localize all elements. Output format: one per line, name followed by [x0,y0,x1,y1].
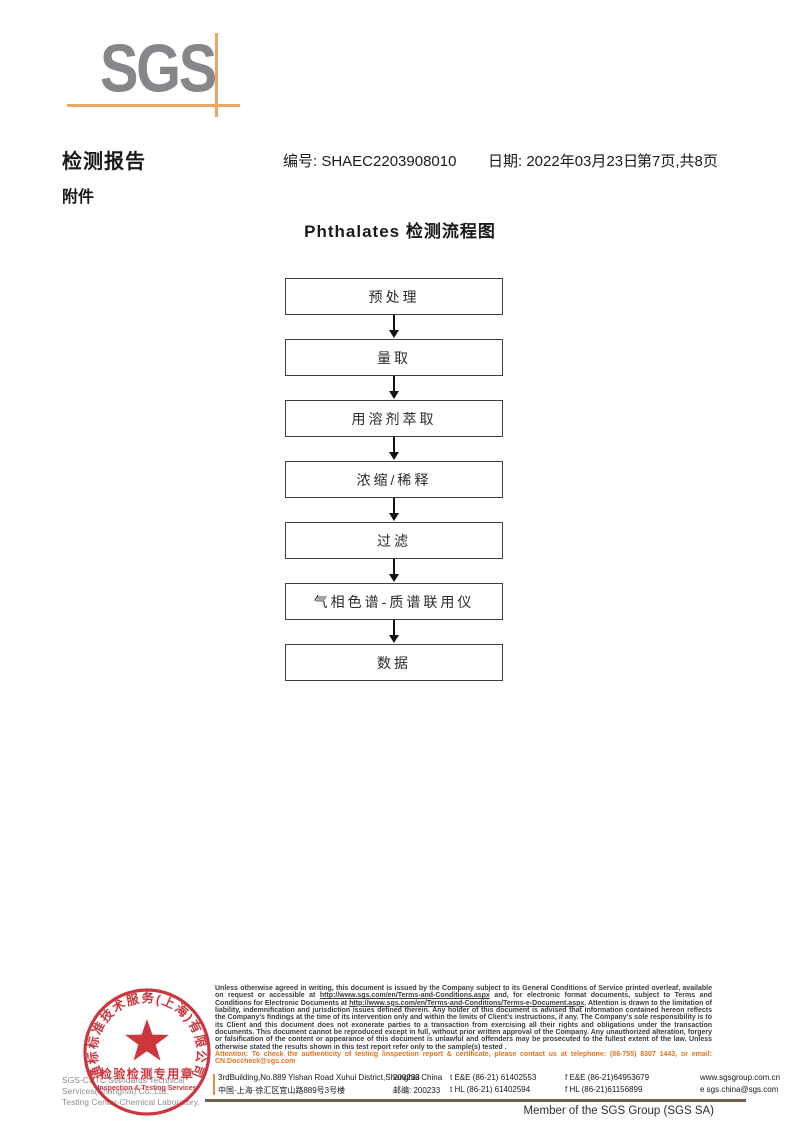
report-title: 检测报告 [62,151,146,173]
terms-e-doc-url: http://www.sgs.com/en/Terms-and-Conditio… [349,999,585,1007]
down-arrow-icon [285,376,503,400]
attachment-label: 附件 [62,189,95,206]
fax-2: f HL (86-21)61156899 [565,1084,643,1094]
legal-segment: and, for electronic format documents, su… [215,992,713,1007]
flow-step-solvent-extraction: 用溶剂萃取 [285,400,503,437]
seal-title-en: Inspection & Testing Services [97,1085,196,1092]
postcode-cn: 邮编: 200233 [393,1085,441,1095]
legal-paragraph: Unless otherwise agreed in writing, this… [215,985,712,1051]
legal-segment: Unless otherwise agreed in writing, this… [215,985,712,1000]
legal-text-block: Unless otherwise agreed in writing, this… [215,985,712,1066]
address-row-cn: 中国·上海·徐汇区宜山路889号3号楼 邮编: 200233 t HL (86-… [218,1084,778,1097]
flow-step-filter: 过滤 [285,522,503,559]
report-date: 日期: 2022年03月23日 [488,153,639,170]
address-accent-line [213,1074,215,1095]
company-lab-name: Testing Center-Chemical Laboratory. [62,1097,200,1107]
logo-horizontal-line [67,104,240,107]
seal-title-cn: 检验检测专用章 [100,1066,195,1081]
flow-step-gcms: 气相色谱-质谱联用仪 [285,583,503,620]
down-arrow-icon [285,315,503,339]
legal-segment: . Attention is drawn to the limitation o… [215,999,712,1051]
seal-star-icon [125,1019,169,1061]
telephone-1: t E&E (86-21) 61402553 [450,1073,537,1082]
down-arrow-icon [285,437,503,461]
flow-step-pretreatment: 预处理 [285,278,503,315]
flowchart: 预处理 量取 用溶剂萃取 浓缩/稀释 过滤 气相色谱-质谱联用仪 数据 [285,278,503,681]
report-number: 编号: SHAEC2203908010 [283,153,457,170]
website: www.sgsgroup.com.cn [700,1073,781,1082]
email: e sgs.china@sgs.com [700,1084,779,1094]
company-name-lines: SGS-CSTC Standards Technical Services(Sh… [62,1075,232,1108]
sgs-logo: SGS [100,29,217,107]
terms-url: http://www.sgs.com/en/Terms-and-Conditio… [319,992,490,1000]
sgs-group-member-text: Member of the SGS Group (SGS SA) [523,1105,714,1117]
company-name-en: SGS-CSTC Standards Technical Services(Sh… [62,1075,185,1096]
flow-step-data: 数据 [285,644,503,681]
footer-divider-line [205,1099,746,1102]
down-arrow-icon [285,498,503,522]
logo-vertical-line [215,33,218,117]
address-block: 3rdBuilding,No.889 Yishan Road Xuhui Dis… [218,1073,780,1097]
down-arrow-icon [285,559,503,583]
flow-step-measure: 量取 [285,339,503,376]
flow-step-concentrate-dilute: 浓缩/稀释 [285,461,503,498]
company-seal-stamp: 通标标准技术服务(上海)有限公司 检验检测专用章 Inspection & Te… [83,988,211,1116]
fax-1: f E&E (86-21)64953679 [565,1073,650,1082]
telephone-2: t HL (86-21) 61402594 [450,1084,531,1094]
address-cn: 中国·上海·徐汇区宜山路889号3号楼 [218,1085,346,1095]
postcode-en: 200233 [393,1073,420,1082]
address-row-en: 3rdBuilding,No.889 Yishan Road Xuhui Dis… [218,1073,780,1085]
seal-ring [83,988,211,1116]
flowchart-title: Phthalates 检测流程图 [304,222,496,241]
attention-notice: Attention: To check the authenticity of … [215,1051,712,1066]
page-indicator: 第7页,共8页 [637,153,718,170]
address-en: 3rdBuilding,No.889 Yishan Road Xuhui Dis… [218,1073,443,1082]
down-arrow-icon [285,620,503,644]
